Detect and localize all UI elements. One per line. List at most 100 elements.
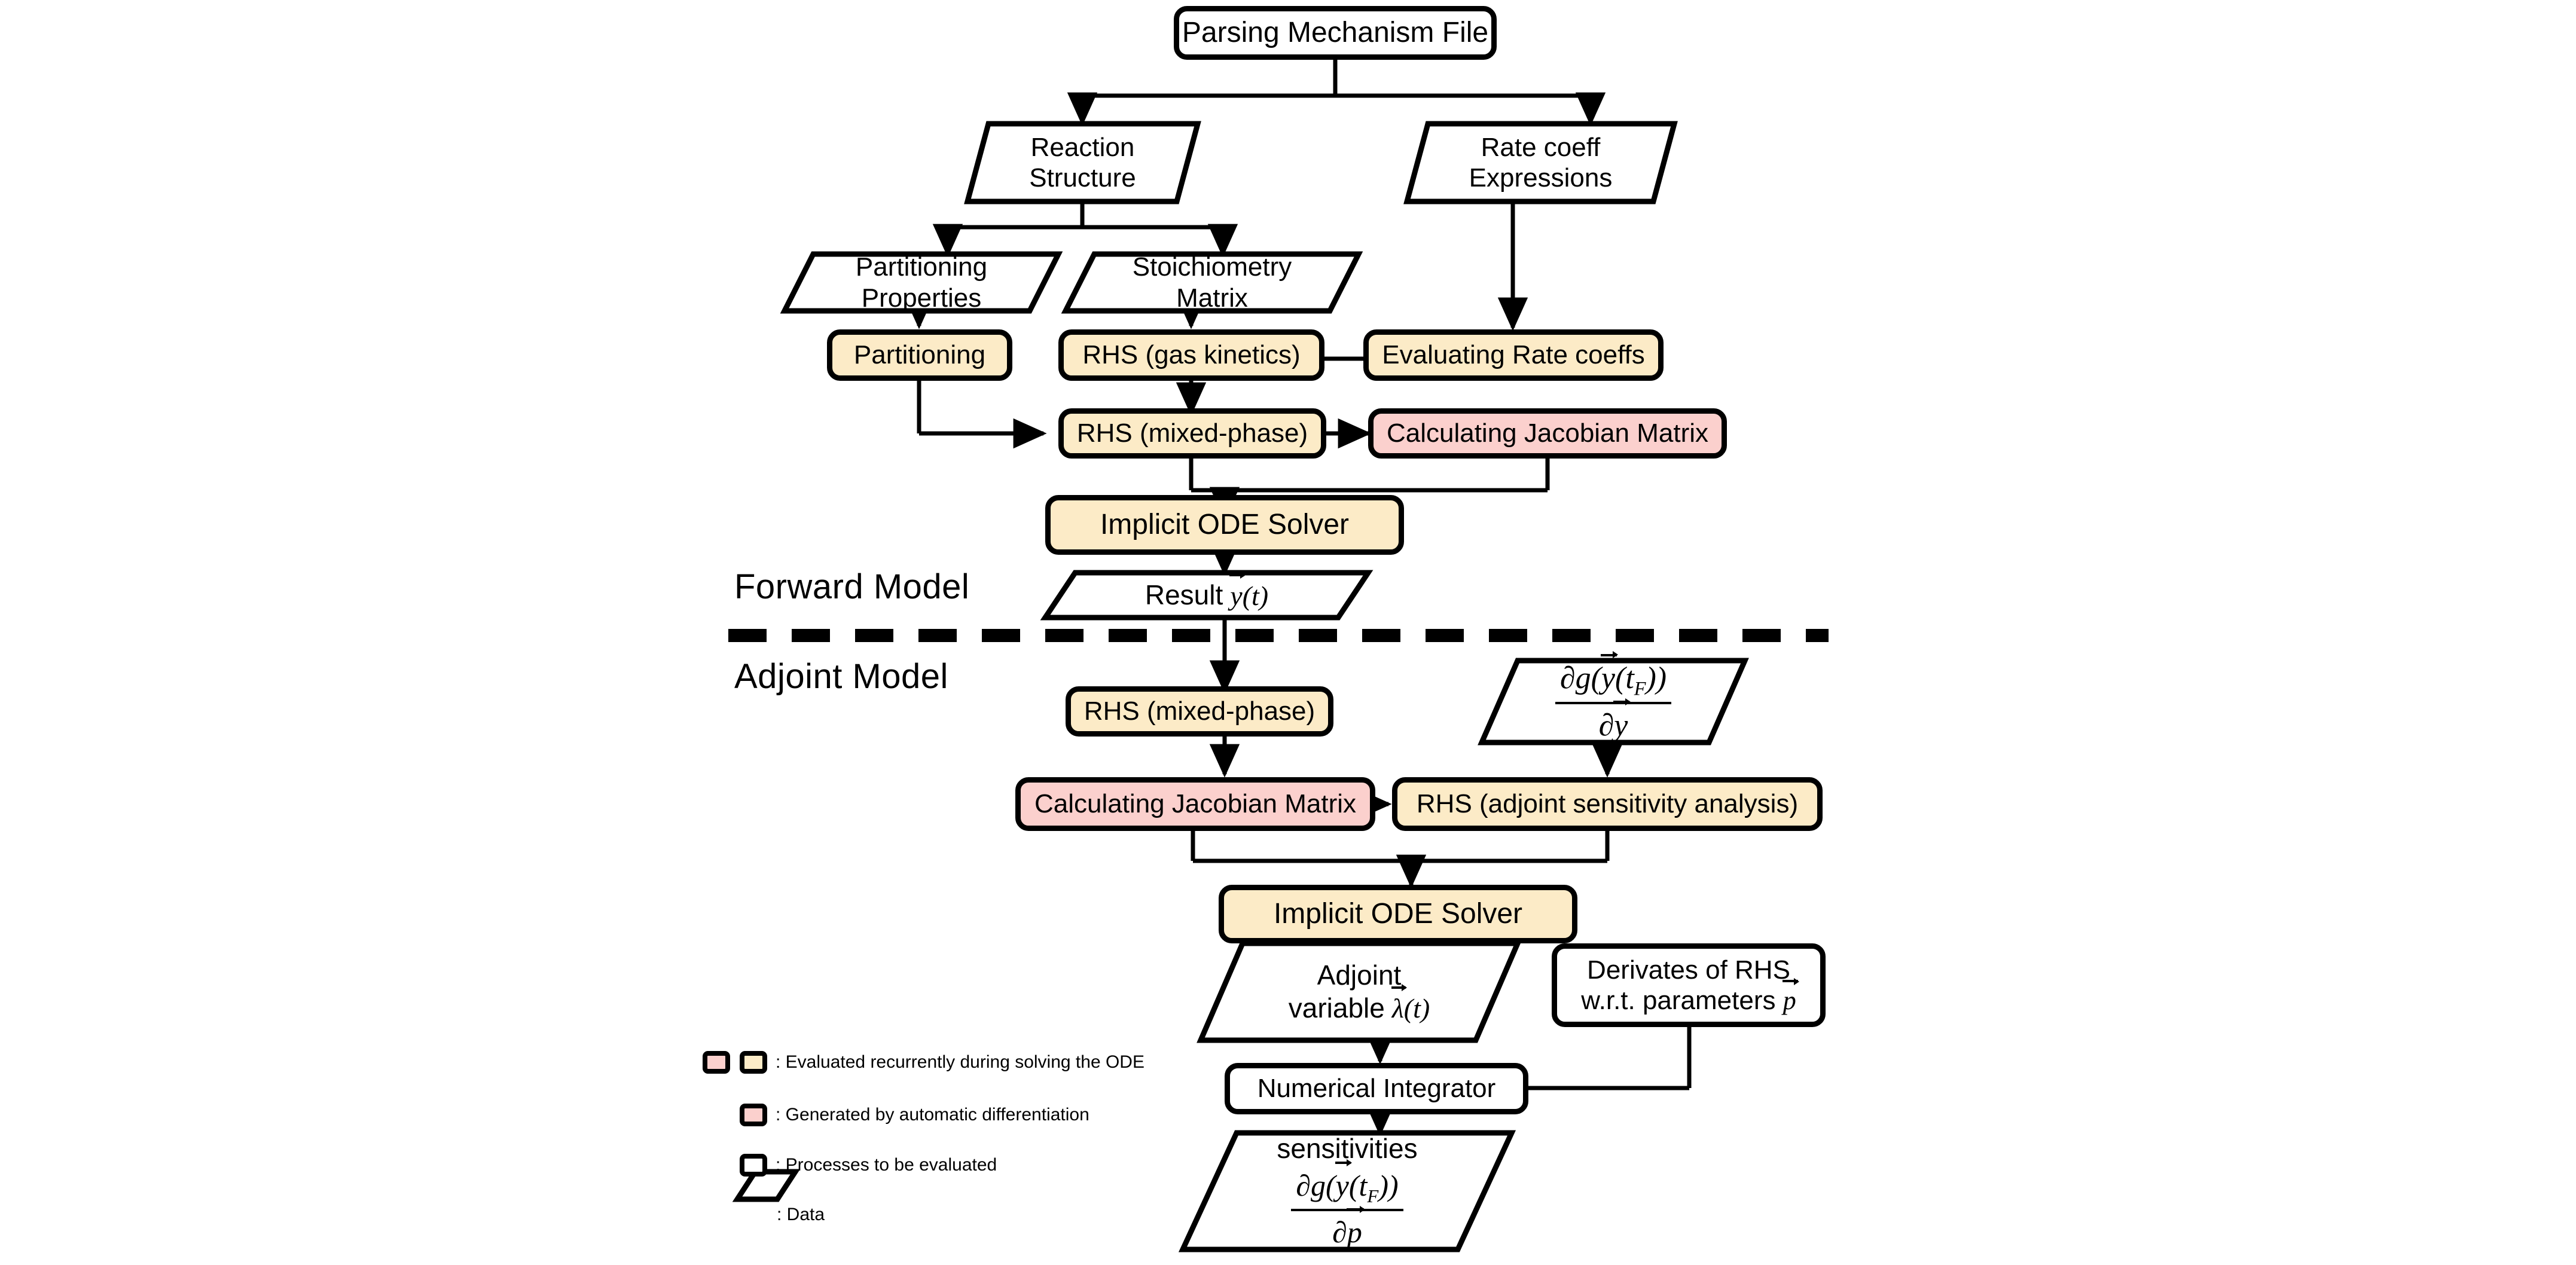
- sensitivities-text: sensitivities ∂g(y(tF)) ∂p: [1183, 1133, 1512, 1249]
- adjoint-variable-arg: (t): [1403, 993, 1430, 1023]
- data-result[interactable]: Result y(t): [1045, 571, 1368, 618]
- dgdp-numerator: ∂g(y(tF)): [1291, 1159, 1403, 1212]
- dgdy-num-sub: F: [1634, 677, 1646, 699]
- legend-label-data: : Data: [777, 1205, 825, 1224]
- node-partitioning[interactable]: Partitioning: [827, 329, 1012, 381]
- result-arg: (t): [1242, 580, 1269, 611]
- result-vector-y: y: [1229, 571, 1246, 612]
- stoichiometry-text: Stoichiometry Matrix: [1066, 252, 1359, 313]
- node-calculating-jacobian-forward[interactable]: Calculating Jacobian Matrix: [1368, 408, 1727, 459]
- node-numerical-integrator-label: Numerical Integrator: [1257, 1074, 1496, 1104]
- node-rhs-mixed-phase-adjoint-label: RHS (mixed-phase): [1083, 696, 1316, 726]
- dgdp-num-a: ∂g(: [1296, 1169, 1336, 1203]
- node-rhs-gas-kinetics-label: RHS (gas kinetics): [1082, 340, 1301, 370]
- node-calculating-jacobian-adjoint-label: Calculating Jacobian Matrix: [1034, 789, 1357, 819]
- node-parsing-mechanism-file[interactable]: Parsing Mechanism File: [1174, 6, 1497, 60]
- result-text: Result y(t): [1045, 571, 1368, 618]
- dgdp-denominator: ∂p: [1327, 1206, 1367, 1249]
- stoichiometry-line1: Stoichiometry: [1132, 252, 1292, 282]
- node-rhs-adjoint-sensitivity-label: RHS (adjoint sensitivity analysis): [1416, 789, 1799, 819]
- dgdy-numerator: ∂g(y(tF)): [1555, 651, 1672, 704]
- dgdy-num-a: ∂g(: [1559, 661, 1601, 695]
- legend-item-autodiff: : Generated by automatic differentiation: [740, 1104, 1089, 1126]
- adjoint-variable-text: Adjoint variable λ(t): [1201, 943, 1518, 1040]
- rate-coeff-line2: Expressions: [1469, 163, 1613, 192]
- node-implicit-ode-solver-forward-label: Implicit ODE Solver: [1100, 509, 1350, 541]
- adjoint-variable-lambda: λ: [1391, 983, 1407, 1024]
- partitioning-properties-text: Partitioning Properties: [785, 252, 1058, 313]
- node-derivates-of-rhs-label: Derivates of RHS w.r.t. parameters p: [1581, 955, 1799, 1016]
- node-implicit-ode-solver-adjoint[interactable]: Implicit ODE Solver: [1219, 885, 1577, 943]
- dgdy-denominator: ∂y: [1594, 698, 1633, 744]
- reaction-structure-line1: Reaction: [1030, 132, 1135, 162]
- derivates-line1: Derivates of RHS: [1587, 955, 1790, 985]
- dgdp-den-vector-p: p: [1346, 1206, 1365, 1249]
- node-partitioning-label: Partitioning: [853, 340, 986, 370]
- data-rate-coeff-expressions[interactable]: Rate coeff Expressions: [1407, 124, 1674, 201]
- node-rhs-adjoint-sensitivity[interactable]: RHS (adjoint sensitivity analysis): [1392, 777, 1823, 831]
- section-label-forward-model: Forward Model: [734, 567, 970, 606]
- data-dg-dy[interactable]: ∂g(y(tF)) ∂y: [1482, 651, 1745, 744]
- legend-item-recurrent: : Evaluated recurrently during solving t…: [703, 1051, 1144, 1074]
- dgdy-num-c: )): [1646, 661, 1667, 695]
- shape-stoichiometry-matrix: [1061, 251, 1363, 314]
- node-rhs-mixed-phase-forward-label: RHS (mixed-phase): [1076, 418, 1308, 448]
- dgdp-den-a: ∂: [1332, 1215, 1347, 1249]
- shape-rate-coeff-expressions: [1403, 121, 1678, 204]
- section-label-adjoint-model: Adjoint Model: [734, 657, 948, 696]
- legend-label-processes: : Processes to be evaluated: [776, 1155, 997, 1175]
- dgdp-num-b: (t: [1348, 1169, 1368, 1203]
- sensitivities-label: sensitivities: [1277, 1132, 1418, 1164]
- dgdp-num-sub: F: [1367, 1185, 1379, 1207]
- legend-swatch-parallelogram-data: [740, 1203, 777, 1227]
- node-calculating-jacobian-forward-label: Calculating Jacobian Matrix: [1386, 418, 1709, 448]
- derivates-line2-prefix: w.r.t. parameters: [1581, 986, 1776, 1015]
- dgdy-den-vector-y: y: [1613, 698, 1631, 744]
- dgdy-fraction: ∂g(y(tF)) ∂y: [1555, 651, 1672, 744]
- dgdy-num-b: (t: [1615, 661, 1634, 695]
- dgdy-num-vector-y: y: [1600, 651, 1619, 696]
- node-derivates-of-rhs[interactable]: Derivates of RHS w.r.t. parameters p: [1552, 943, 1826, 1027]
- data-sensitivities[interactable]: sensitivities ∂g(y(tF)) ∂p: [1183, 1133, 1512, 1249]
- legend-swatch-cream-recurrent: [740, 1051, 767, 1074]
- legend-item-data: : Data: [740, 1203, 825, 1227]
- derivates-vector-p: p: [1782, 977, 1799, 1015]
- node-numerical-integrator[interactable]: Numerical Integrator: [1225, 1063, 1528, 1114]
- node-rhs-mixed-phase-adjoint[interactable]: RHS (mixed-phase): [1066, 686, 1333, 737]
- node-rhs-gas-kinetics[interactable]: RHS (gas kinetics): [1058, 329, 1324, 381]
- legend-swatch-pink-recurrent: [703, 1051, 730, 1074]
- node-evaluating-rate-coeffs-label: Evaluating Rate coeffs: [1382, 340, 1645, 370]
- legend-item-processes: : Processes to be evaluated: [740, 1154, 997, 1177]
- data-adjoint-variable[interactable]: Adjoint variable λ(t): [1201, 943, 1518, 1040]
- partitioning-properties-line2: Properties: [861, 283, 982, 313]
- legend-label-autodiff: : Generated by automatic differentiation: [776, 1105, 1089, 1125]
- shape-reaction-structure: [964, 121, 1201, 204]
- node-implicit-ode-solver-forward[interactable]: Implicit ODE Solver: [1045, 495, 1404, 555]
- data-partitioning-properties[interactable]: Partitioning Properties: [785, 252, 1058, 313]
- legend-swatch-white-processes: [740, 1154, 767, 1177]
- reaction-structure-line2: Structure: [1029, 163, 1136, 192]
- shape-adjoint-variable: [1197, 940, 1522, 1043]
- legend-label-recurrent: : Evaluated recurrently during solving t…: [776, 1052, 1144, 1072]
- dgdy-den-a: ∂: [1598, 708, 1614, 742]
- node-rhs-mixed-phase-forward[interactable]: RHS (mixed-phase): [1058, 408, 1326, 459]
- reaction-structure-text: Reaction Structure: [967, 124, 1198, 201]
- stoichiometry-line2: Matrix: [1176, 283, 1248, 313]
- legend: : Evaluated recurrently during solving t…: [703, 1046, 1241, 1238]
- node-evaluating-rate-coeffs[interactable]: Evaluating Rate coeffs: [1363, 329, 1664, 381]
- dgdp-num-c: )): [1378, 1169, 1399, 1203]
- dgdp-num-vector-y: y: [1335, 1159, 1353, 1203]
- shape-partitioning-properties: [780, 251, 1063, 314]
- adjoint-variable-line1: Adjoint: [1317, 959, 1402, 991]
- node-calculating-jacobian-adjoint[interactable]: Calculating Jacobian Matrix: [1015, 777, 1375, 831]
- data-reaction-structure[interactable]: Reaction Structure: [967, 124, 1198, 201]
- shape-legend-data: [732, 1169, 801, 1202]
- dgdp-fraction: ∂g(y(tF)) ∂p: [1291, 1159, 1403, 1249]
- legend-swatch-pink-autodiff: [740, 1104, 767, 1126]
- shape-result: [1040, 570, 1374, 621]
- data-stoichiometry-matrix[interactable]: Stoichiometry Matrix: [1066, 252, 1359, 313]
- node-implicit-ode-solver-adjoint-label: Implicit ODE Solver: [1273, 898, 1523, 930]
- rate-coeff-text: Rate coeff Expressions: [1407, 124, 1674, 201]
